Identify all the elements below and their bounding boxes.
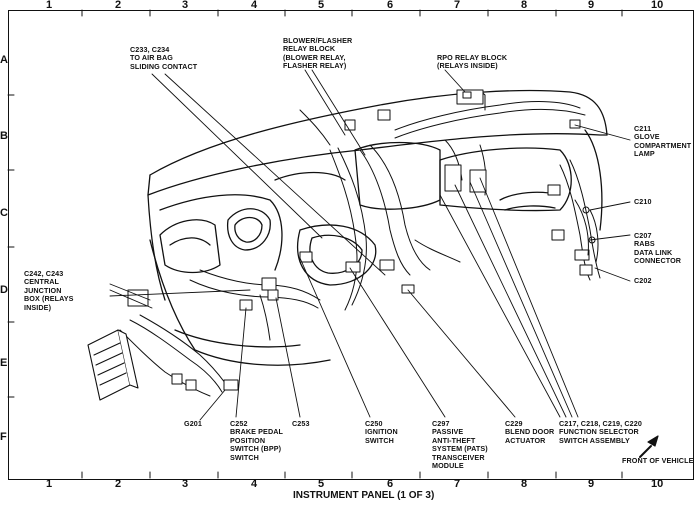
label-c210: C210	[634, 197, 652, 206]
front-of-vehicle-arrow-icon	[639, 435, 659, 458]
grid-col-2: 2	[115, 0, 122, 11]
label-front-of-vehicle: FRONT OF VEHICLE	[622, 456, 694, 465]
label-c211-glove-compartment-lamp: C211 GLOVE COMPARTMENT LAMP	[634, 124, 692, 159]
grid-col-7-bottom: 7	[454, 478, 461, 490]
diagram-caption: INSTRUMENT PANEL (1 OF 3)	[293, 490, 435, 501]
grid-row-c: C	[0, 207, 8, 219]
grid-col-3-bottom: 3	[182, 478, 189, 490]
wiring-harness	[119, 90, 601, 397]
grid-col-1-bottom: 1	[46, 478, 53, 490]
label-c297-pats-transceiver-module: C297 PASSIVE ANTI-THEFT SYSTEM (PATS) TR…	[432, 419, 488, 471]
grid-col-2-bottom: 2	[115, 478, 122, 490]
label-c242-central-junction-box: C242, C243 CENTRAL JUNCTION BOX (RELAYS …	[24, 269, 74, 312]
grid-row-f: F	[0, 431, 7, 443]
grid-row-a: A	[0, 54, 8, 66]
grid-col-5-bottom: 5	[318, 478, 325, 490]
label-blower-flasher-relay-block: BLOWER/FLASHER RELAY BLOCK (BLOWER RELAY…	[283, 36, 353, 71]
central-junction-box	[87, 329, 139, 401]
grid-col-5: 5	[318, 0, 325, 11]
label-c253: C253	[292, 419, 310, 428]
grid-col-4: 4	[251, 0, 258, 11]
label-c233-air-bag-sliding-contact: C233, C234 TO AIR BAG SLIDING CONTACT	[130, 45, 198, 71]
connectors	[127, 89, 593, 391]
grid-col-9-bottom: 9	[588, 478, 595, 490]
grid-col-3: 3	[182, 0, 189, 11]
label-rpo-relay-block: RPO RELAY BLOCK (RELAYS INSIDE)	[437, 53, 508, 71]
grid-col-6: 6	[387, 0, 394, 11]
grid-col-6-bottom: 6	[387, 478, 394, 490]
grid-col-8-bottom: 8	[521, 478, 528, 490]
grid-col-10: 10	[651, 0, 664, 11]
diagram-frame	[8, 10, 694, 480]
grid-col-9: 9	[588, 0, 595, 11]
grid-row-e: E	[0, 357, 8, 369]
label-c217-function-selector-switch: C217, C218, C219, C220 FUNCTION SELECTOR…	[559, 419, 642, 445]
label-c229-blend-door-actuator: C229 BLEND DOOR ACTUATOR	[505, 419, 555, 445]
grid-col-7: 7	[454, 0, 461, 11]
glove-box-harness	[574, 199, 599, 263]
grid-col-1: 1	[46, 0, 53, 11]
label-c202: C202	[634, 276, 652, 285]
grid-row-d: D	[0, 284, 8, 296]
label-c252-brake-pedal-position-switch: C252 BRAKE PEDAL POSITION SWITCH (BPP) S…	[230, 419, 284, 462]
grid-row-b: B	[0, 130, 8, 142]
label-c250-ignition-switch: C250 IGNITION SWITCH	[365, 419, 398, 445]
leader-lines	[109, 69, 631, 421]
grid-col-10-bottom: 10	[651, 478, 664, 490]
grid-ticks	[7, 9, 623, 479]
label-g201: G201	[184, 419, 202, 428]
dashboard-outline	[147, 89, 608, 366]
grid-col-4-bottom: 4	[251, 478, 258, 490]
label-c207-rabs-data-link-connector: C207 RABS DATA LINK CONNECTOR	[634, 231, 682, 266]
grid-col-8: 8	[521, 0, 528, 11]
